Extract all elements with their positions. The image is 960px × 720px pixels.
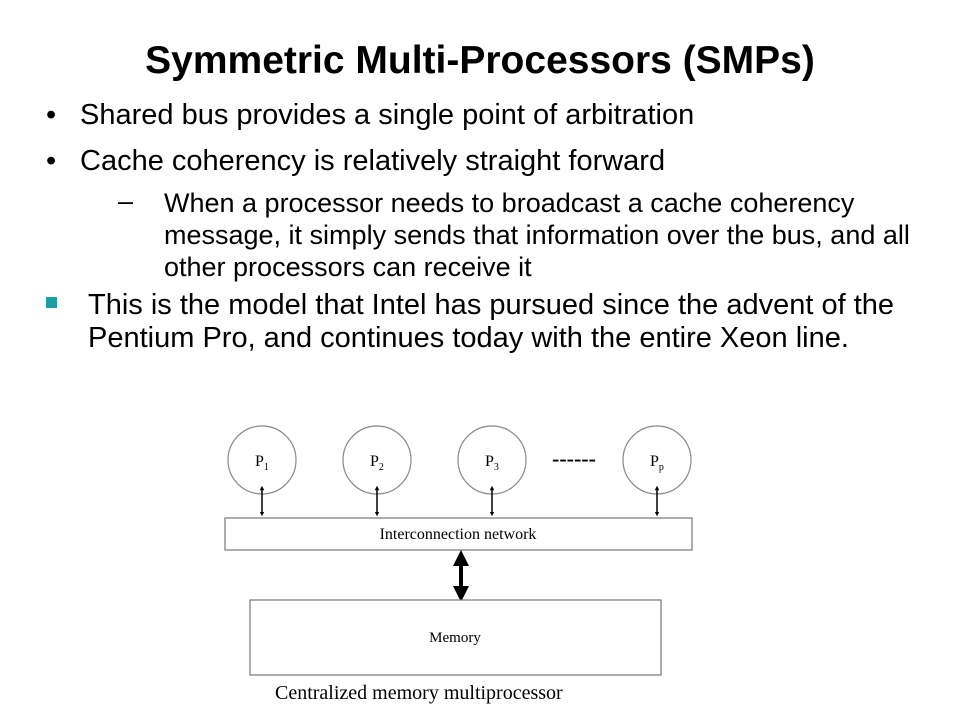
svg-text:Pp: Pp bbox=[650, 453, 664, 473]
square-bullet-text: This is the model that Intel has pursued… bbox=[88, 289, 895, 354]
svg-text:P2: P2 bbox=[370, 453, 384, 473]
processor-node: P2 bbox=[342, 425, 412, 495]
bullet-text: Shared bus provides a single point of ar… bbox=[80, 99, 695, 131]
bullet-dot-icon: • bbox=[46, 99, 57, 131]
processor-subscript: 1 bbox=[264, 462, 269, 473]
processor-subscript: 2 bbox=[379, 462, 384, 473]
memory-label: Memory bbox=[429, 630, 481, 646]
processor-label: P bbox=[650, 453, 659, 470]
processor-label: P bbox=[485, 453, 494, 470]
bullet-text: Cache coherency is relatively straight f… bbox=[80, 145, 666, 177]
interconnection-network-label: Interconnection network bbox=[380, 526, 537, 543]
memory-box bbox=[249, 599, 662, 676]
smp-diagram: P1 P2 P3 ------ Pp Interconnection netwo… bbox=[224, 425, 693, 676]
diagram-caption: Centralized memory multiprocessor bbox=[275, 682, 563, 704]
ellipsis-label: ------ bbox=[552, 446, 596, 471]
square-bullet-icon bbox=[46, 297, 57, 308]
dash-icon: – bbox=[118, 186, 134, 216]
processor-node: P1 bbox=[227, 425, 297, 495]
svg-text:P1: P1 bbox=[255, 453, 269, 473]
processor-subscript: p bbox=[659, 462, 664, 473]
sub-bullet-item: – When a processor needs to broadcast a … bbox=[118, 186, 926, 283]
bullet-dot-icon: • bbox=[46, 145, 57, 177]
bullet-item: • Shared bus provides a single point of … bbox=[46, 95, 926, 135]
processor-label: P bbox=[255, 453, 264, 470]
slide-title: Symmetric Multi-Processors (SMPs) bbox=[145, 39, 815, 82]
square-bullet-item: This is the model that Intel has pursued… bbox=[46, 289, 918, 355]
bullet-item: • Cache coherency is relatively straight… bbox=[46, 141, 926, 181]
sub-bullet-text: When a processor needs to broadcast a ca… bbox=[164, 188, 910, 282]
processor-node: P3 bbox=[457, 425, 527, 495]
svg-text:P3: P3 bbox=[485, 453, 499, 473]
processor-label: P bbox=[370, 453, 379, 470]
processor-subscript: 3 bbox=[494, 462, 499, 473]
processor-node: Pp bbox=[622, 425, 692, 495]
bullet-list: • Shared bus provides a single point of … bbox=[46, 95, 926, 355]
